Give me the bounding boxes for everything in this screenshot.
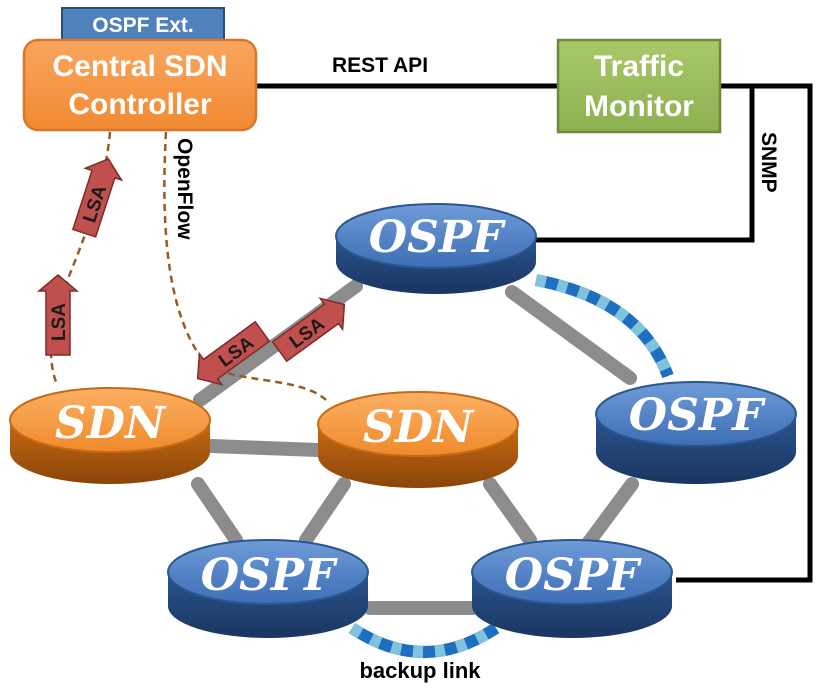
monitor-line-2: Monitor	[584, 90, 694, 123]
link-sdn-mid-ospf-br	[483, 477, 537, 547]
ospf-router-right: OSPF	[595, 381, 797, 484]
sdn-router-left: SDN	[9, 387, 211, 484]
sdn-router-mid: SDN	[317, 391, 519, 488]
management-links	[254, 83, 813, 583]
ospf-right-label: OSPF	[629, 390, 766, 441]
backup-links	[348, 274, 674, 658]
lsa-arrow-2: LSA	[36, 274, 80, 356]
link-ospf-top-ospf-right	[505, 285, 637, 385]
ospf-bottom-right-label: OSPF	[505, 550, 642, 601]
ospf-router-top: OSPF	[335, 203, 537, 294]
monitor-line-1: Traffic	[594, 50, 684, 83]
link-ospf-right-ospf-br	[579, 477, 639, 553]
ospf-ext-label: OSPF Ext.	[92, 14, 194, 37]
link-sdn-left-sdn-mid	[205, 439, 325, 457]
snmp-link-bottom	[676, 83, 813, 583]
controller-line-2: Controller	[68, 88, 212, 121]
lsa-arrow-1: LSA	[71, 158, 124, 238]
rest-api-label: REST API	[332, 54, 428, 77]
snmp-label: SNMP	[757, 132, 780, 193]
ospf-router-bottom-right: OSPF	[471, 539, 673, 638]
ospf-top-label: OSPF	[369, 212, 506, 263]
link-sdn-left-ospf-bl	[191, 477, 243, 547]
traffic-monitor: Traffic Monitor	[556, 38, 722, 134]
ospf-bottom-left-label: OSPF	[201, 550, 338, 601]
backup-link-label: backup link	[359, 658, 481, 683]
openflow-label: OpenFlow	[173, 138, 196, 240]
lsa-label-2: LSA	[49, 303, 70, 341]
link-sdn-mid-ospf-bl	[299, 477, 351, 547]
ospf-router-bottom-left: OSPF	[167, 539, 369, 638]
controller-line-1: Central SDN	[52, 50, 227, 83]
central-sdn-controller: OSPF Ext. Central SDN Controller	[22, 7, 258, 132]
sdn-mid-label: SDN	[363, 402, 475, 453]
ospf-ext-tag	[61, 7, 225, 41]
sdn-left-label: SDN	[55, 398, 167, 449]
